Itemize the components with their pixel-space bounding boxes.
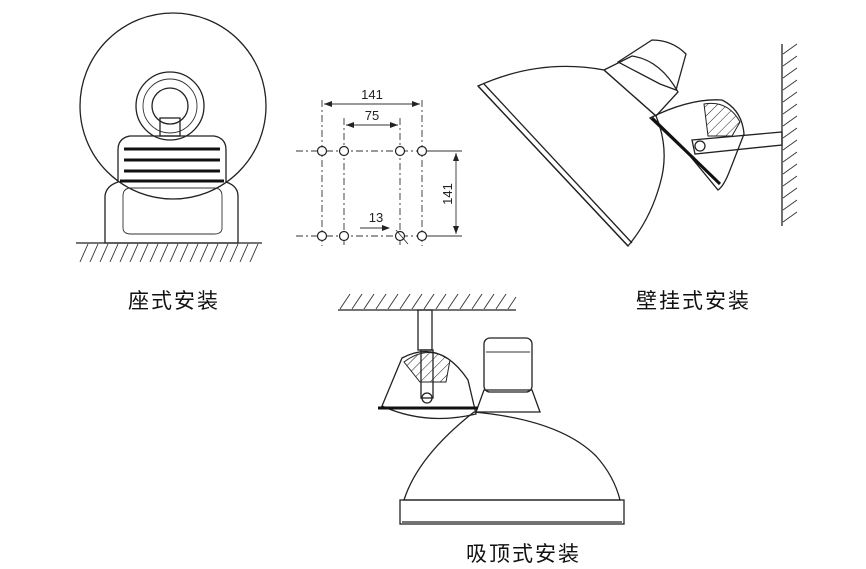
caption-ceiling-mount: 吸顶式安装 (466, 542, 581, 566)
seat-cooling-fins (120, 147, 224, 183)
hole (316, 230, 328, 242)
seat-holder-ring-inner (151, 87, 189, 125)
seat-base-housing (104, 135, 239, 244)
caption-wall-mount: 壁挂式安装 (636, 289, 751, 313)
seat-ground-hatch (79, 243, 259, 263)
caption-seat-mount: 座式安装 (128, 289, 220, 313)
ceiling-mount-figure (338, 293, 625, 525)
ceiling-lamp-shade (403, 411, 621, 501)
wall-lamp-head (602, 55, 679, 117)
dim-height: 141 (426, 150, 462, 237)
wall-bracket-plate (650, 116, 722, 186)
seat-holder-ring-mid (142, 78, 198, 134)
hole (338, 230, 350, 242)
ceiling-bracket-housing (381, 350, 477, 420)
dim-offset: 13 (360, 210, 409, 245)
seat-mount-figure (76, 12, 267, 263)
dim-outer-width: 141 (324, 87, 420, 107)
ceiling-rod (417, 309, 433, 351)
seat-holder-ring-outer (135, 71, 205, 141)
dim-inner-width-label: 75 (365, 108, 379, 123)
wall-bracket-housing (648, 99, 745, 191)
hole-pattern-figure: 141 75 141 13 (296, 87, 462, 246)
wall-lamp-cap (616, 39, 687, 91)
ceiling-lamp-cap (483, 337, 533, 393)
ceiling-hatch (339, 293, 517, 310)
dim-height-label: 141 (440, 183, 455, 205)
hole (338, 145, 350, 157)
hole (394, 230, 406, 242)
dim-inner-width: 75 (346, 108, 398, 128)
dim-offset-label: 13 (369, 210, 383, 225)
mount-holes (316, 145, 428, 242)
wall-mount-figure (476, 39, 798, 247)
wall-shade-rim (477, 83, 633, 247)
seat-lamp-shade (79, 12, 267, 200)
dim-outer-width-label: 141 (361, 87, 383, 102)
wall-lamp-shade (476, 65, 665, 247)
hole (416, 145, 428, 157)
seat-base-inner (122, 187, 223, 235)
ceiling-pivot-bolt (421, 392, 433, 404)
hole (316, 145, 328, 157)
ceiling-bracket-arm (420, 349, 434, 399)
wall-hatch (782, 43, 798, 223)
hole (416, 230, 428, 242)
ceiling-lamp-neck (475, 389, 541, 413)
wall-pivot-bolt (694, 140, 706, 152)
ceiling-shade-rim (399, 499, 625, 525)
wall-arm (691, 131, 783, 155)
wall-bracket-section (703, 102, 741, 137)
hole (394, 145, 406, 157)
ceiling-bracket-section (403, 352, 451, 383)
